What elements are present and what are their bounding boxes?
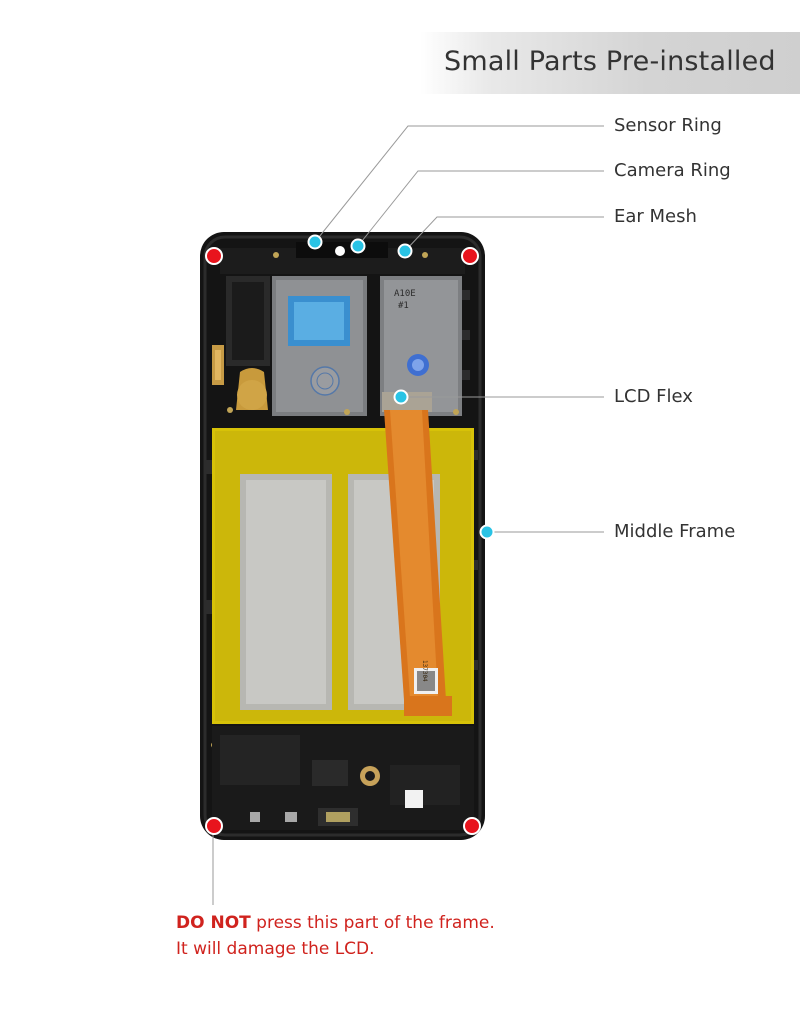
sensor-window — [335, 246, 345, 256]
camera-ring-leader — [357, 170, 604, 247]
warning-dot-bottom-right — [463, 817, 481, 835]
warning-line-1-rest: press this part of the frame. — [250, 913, 495, 933]
warning-dot-bottom-left — [205, 817, 223, 835]
board-code-text: A10E — [394, 289, 416, 299]
sensor-ring-dot — [307, 234, 323, 250]
warning-dots — [205, 247, 481, 835]
callout-lines — [212, 125, 604, 905]
left-shield — [272, 276, 367, 416]
bottom-bracket — [212, 726, 474, 830]
middle-frame-dot — [479, 524, 495, 540]
warning-dot-top-left — [205, 247, 223, 265]
warning-line-2: It will damage the LCD. — [176, 939, 375, 959]
board-number-text: #1 — [398, 301, 409, 311]
middle-frame-label: Middle Frame — [614, 521, 736, 542]
sensor-ring-leader — [314, 125, 604, 243]
warning-line-1: DO NOT press this part of the frame. — [176, 913, 495, 933]
banner-title: Small Parts Pre-installed — [444, 46, 776, 77]
lcd-flex-label: LCD Flex — [614, 386, 693, 407]
callout-dots — [307, 234, 495, 540]
flex-id-text: 137304 — [421, 660, 428, 682]
sensor-ring-label: Sensor Ring — [614, 115, 722, 136]
left-components — [212, 345, 268, 410]
title-banner: Small Parts Pre-installed — [420, 32, 800, 94]
camera-ring-label: Camera Ring — [614, 160, 731, 181]
warning-dot-top-right — [461, 247, 479, 265]
camera-ring-dot — [350, 238, 366, 254]
lcd-flex-dot — [393, 389, 409, 405]
ear-mesh-dot — [397, 243, 413, 259]
ear-mesh-leader — [404, 216, 604, 252]
warning-emphasis: DO NOT — [176, 913, 251, 933]
ear-mesh-label: Ear Mesh — [614, 206, 697, 227]
